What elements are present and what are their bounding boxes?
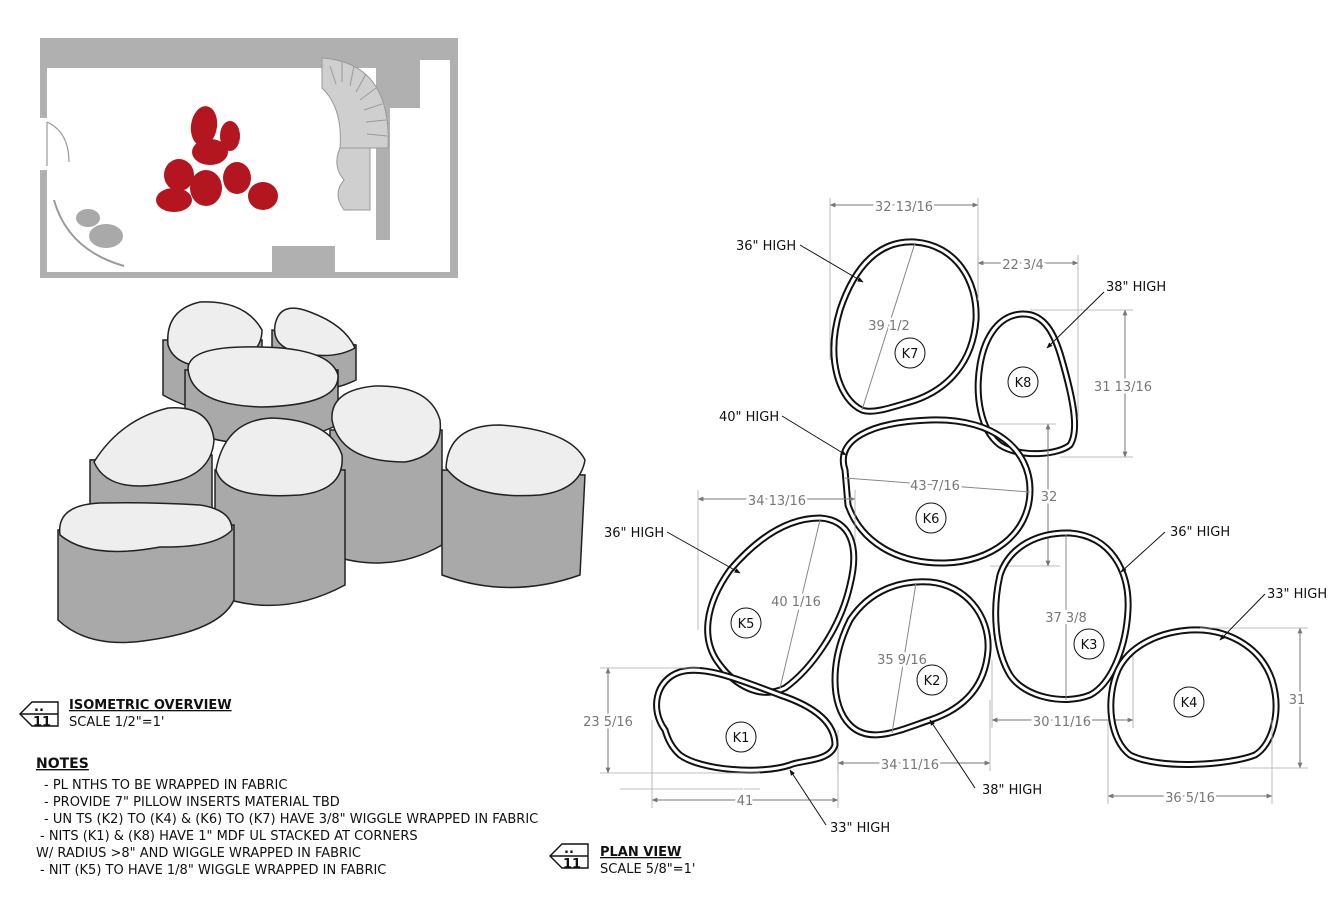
k5-tag: K5 [738, 617, 755, 632]
k2-height: 38" HIGH [982, 783, 1042, 798]
iso-seat [57, 502, 235, 644]
k1-height: 33" HIGH [830, 821, 890, 836]
plan-scale: SCALE 5/8"=1' [600, 862, 695, 877]
floor-plan [40, 38, 458, 278]
k4-height: 33" HIGH [1267, 587, 1327, 602]
plan-title-block: .. 11 PLAN VIEW SCALE 5/8"=1' [549, 842, 695, 877]
k5-diag-dim: 40 1/16 [771, 595, 821, 610]
k3-height: 36" HIGH [1170, 525, 1230, 540]
k7-tag: K7 [902, 347, 919, 362]
note-line: - NITS (K1) & (K8) HAVE 1" MDF UL STACKE… [40, 829, 418, 844]
iso-scale: SCALE 1/2"=1' [69, 715, 164, 730]
k2-tag: K2 [924, 674, 941, 689]
unit-k3: 37 3/8 30 11/16 K3 36" HIGH [991, 525, 1230, 733]
unit-k1: 23 5/16 41 K1 33" HIGH [581, 666, 890, 836]
note-line: - PL NTHS TO BE WRAPPED IN FABRIC [44, 778, 287, 793]
iso-seat [441, 424, 586, 589]
note-line: - NIT (K5) TO HAVE 1/8" WIGGLE WRAPPED I… [40, 863, 386, 878]
k3-tag: K3 [1081, 638, 1098, 653]
plan-marker-num: 11 [563, 857, 581, 872]
k1-width-dim: 41 [737, 794, 754, 809]
k5-height: 36" HIGH [604, 526, 664, 541]
unit-k7: 32 13/16 39 1/2 K7 36" HIGH [736, 198, 980, 415]
isometric-view [57, 301, 586, 644]
note-line: W/ RADIUS >8" AND WIGGLE WRAPPED IN FABR… [36, 846, 361, 861]
k3-width-dim: 30 11/16 [1033, 715, 1091, 730]
stair [321, 57, 389, 149]
unit-k8: 22 3/4 31 13/16 K8 38" HIGH [974, 255, 1166, 458]
iso-marker-num: 11 [33, 715, 51, 730]
k7-height: 36" HIGH [736, 239, 796, 254]
k2-width-dim: 34 11/16 [881, 758, 939, 773]
k3-diag-dim: 37 3/8 [1045, 611, 1087, 626]
notes-title: NOTES [36, 756, 89, 772]
k8-tag: K8 [1015, 376, 1032, 391]
iso-seat [214, 417, 346, 607]
plan-view: 32 13/16 39 1/2 K7 36" HIGH 22 3/4 31 13… [581, 198, 1328, 837]
k6-tag: K6 [923, 512, 940, 527]
k1-height-dim: 23 5/16 [583, 715, 633, 730]
k4-tag: K4 [1181, 696, 1198, 711]
seat-cluster-plan [156, 106, 278, 212]
k6-height-dim: 32 [1041, 490, 1058, 505]
k4-height-dim: 31 [1289, 693, 1306, 708]
unit-k2: 35 9/16 34 11/16 K2 38" HIGH [831, 578, 1042, 798]
floor-plan-walls [40, 38, 458, 278]
unit-k5: 34 13/16 40 1/16 K5 36" HIGH [604, 490, 858, 696]
k6-diag-dim: 43 7/16 [910, 479, 960, 494]
k4-width-dim: 36 5/16 [1165, 791, 1215, 806]
k6-height: 40" HIGH [719, 410, 779, 425]
plan-marker-dots: .. [564, 842, 574, 857]
k2-diag-dim: 35 9/16 [877, 653, 927, 668]
iso-marker-dots: .. [34, 700, 44, 715]
k8-height-dim: 31 13/16 [1094, 380, 1152, 395]
k5-width-dim: 34 13/16 [748, 494, 806, 509]
k7-width-dim: 32 13/16 [875, 200, 933, 215]
k8-width-dim: 22 3/4 [1002, 258, 1044, 273]
iso-seat [329, 385, 443, 564]
k1-tag: K1 [733, 731, 750, 746]
k8-height: 38" HIGH [1106, 280, 1166, 295]
iso-title-block: .. 11 ISOMETRIC OVERVIEW SCALE 1/2"=1' [19, 698, 232, 730]
k7-diag-dim: 39 1/2 [868, 319, 910, 334]
iso-title: ISOMETRIC OVERVIEW [69, 698, 232, 713]
plan-title: PLAN VIEW [600, 845, 681, 860]
note-line: - PROVIDE 7" PILLOW INSERTS MATERIAL TBD [44, 795, 340, 810]
unit-k6: 43 7/16 32 K6 40" HIGH [719, 410, 1060, 567]
note-line: - UN TS (K2) TO (K4) & (K6) TO (K7) HAVE… [44, 812, 538, 827]
notes-block: NOTES - PL NTHS TO BE WRAPPED IN FABRIC … [36, 756, 538, 878]
unit-k4: 31 36 5/16 K4 33" HIGH [1107, 587, 1327, 809]
